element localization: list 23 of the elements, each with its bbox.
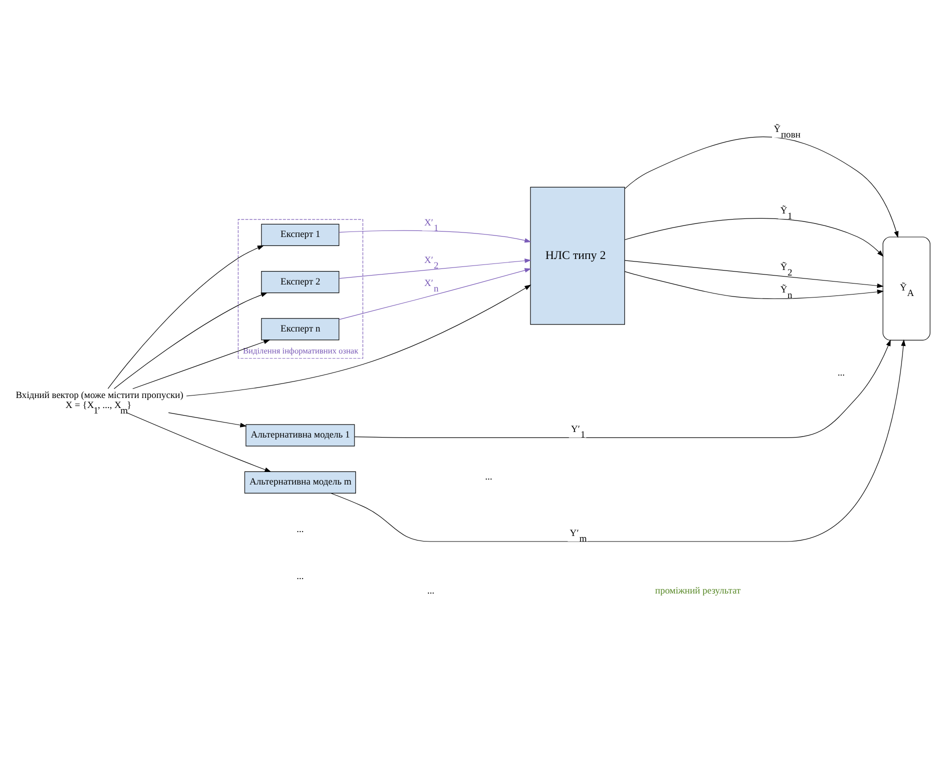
arrow [126, 412, 272, 472]
arrow [624, 136, 898, 238]
arrow [108, 244, 264, 388]
arrow [338, 230, 532, 242]
label: ... [485, 470, 492, 482]
arrow [168, 412, 247, 427]
node-box: НЛС типу 2 [530, 186, 625, 324]
arrow [114, 292, 268, 389]
arrow [338, 258, 532, 278]
label: ... [296, 570, 304, 582]
label: ... [296, 523, 304, 534]
node-box: Експерт 2 [261, 270, 340, 293]
arrow [132, 339, 270, 389]
node-box: Альтернативна модель m [244, 470, 356, 493]
arrow [624, 218, 884, 256]
label: проміжний результат [655, 584, 741, 596]
node-box: Експерт n [261, 318, 340, 340]
label: ... [427, 584, 434, 596]
label: ... [838, 367, 845, 378]
arrow [186, 284, 532, 396]
arrow [338, 268, 532, 320]
node-box: Експерт 1 [261, 223, 340, 246]
node-box: Альтернативна модель 1 [246, 424, 355, 446]
